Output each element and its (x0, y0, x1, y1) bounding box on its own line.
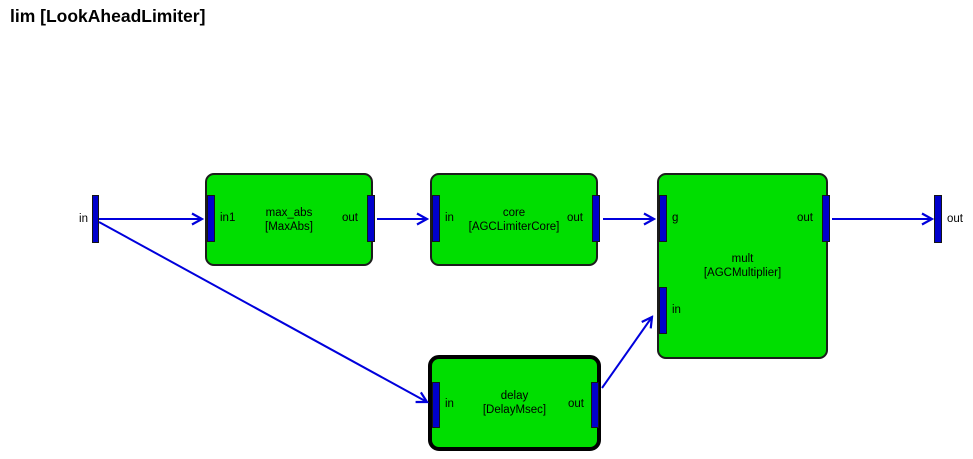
port-max_abs-in1-pin[interactable] (207, 195, 215, 242)
module-max_abs[interactable]: max_abs [MaxAbs] in1 out (205, 173, 375, 266)
port-max_abs-out-pin[interactable] (367, 195, 375, 242)
port-core-out-pin[interactable] (592, 195, 600, 242)
module-type: [MaxAbs] (265, 220, 313, 233)
module-name: mult (731, 253, 754, 265)
external-output-label: out (947, 213, 963, 225)
external-output-pin[interactable] (934, 195, 942, 243)
port-mult-in-pin[interactable] (659, 287, 667, 334)
port-delay-out-label: out (568, 398, 584, 410)
port-core-out-label: out (567, 212, 583, 224)
module-mult[interactable]: mult [AGCMultiplier] g in out (657, 173, 830, 359)
module-delay-caption: delay [DelayMsec] (432, 359, 597, 447)
port-mult-g-pin[interactable] (659, 195, 667, 242)
port-core-in-pin[interactable] (432, 195, 440, 242)
module-name: max_abs (265, 206, 313, 219)
port-mult-out-pin[interactable] (822, 195, 830, 242)
port-delay-out-pin[interactable] (591, 382, 599, 428)
port-delay-in-label: in (445, 398, 454, 410)
external-input-pin[interactable] (92, 195, 99, 243)
module-core-caption: core [AGCLimiterCore] (432, 175, 596, 264)
port-max_abs-out-label: out (342, 212, 358, 224)
wire-in-to-delay.in[interactable] (98, 221, 427, 402)
module-type: [DelayMsec] (482, 404, 547, 416)
wire-delay.out-to-mult.in[interactable] (601, 317, 652, 389)
module-mult-caption: mult [AGCMultiplier] (659, 175, 826, 357)
module-type: [AGCMultiplier] (703, 267, 782, 279)
module-name: delay (500, 390, 529, 402)
port-delay-in-pin[interactable] (432, 382, 440, 428)
external-input-label: in (79, 213, 88, 225)
module-max_abs-caption: max_abs [MaxAbs] (207, 175, 371, 264)
module-name: core (502, 206, 526, 219)
module-delay[interactable]: delay [DelayMsec] in out (428, 355, 601, 451)
diagram-title: lim [LookAheadLimiter] (10, 6, 206, 26)
module-core[interactable]: core [AGCLimiterCore] in out (430, 173, 600, 266)
module-type: [AGCLimiterCore] (468, 220, 560, 233)
port-max_abs-in1-label: in1 (220, 212, 236, 224)
port-mult-in-label: in (672, 304, 681, 316)
port-mult-g-label: g (672, 212, 679, 224)
port-mult-out-label: out (797, 212, 813, 224)
port-core-in-label: in (445, 212, 454, 224)
